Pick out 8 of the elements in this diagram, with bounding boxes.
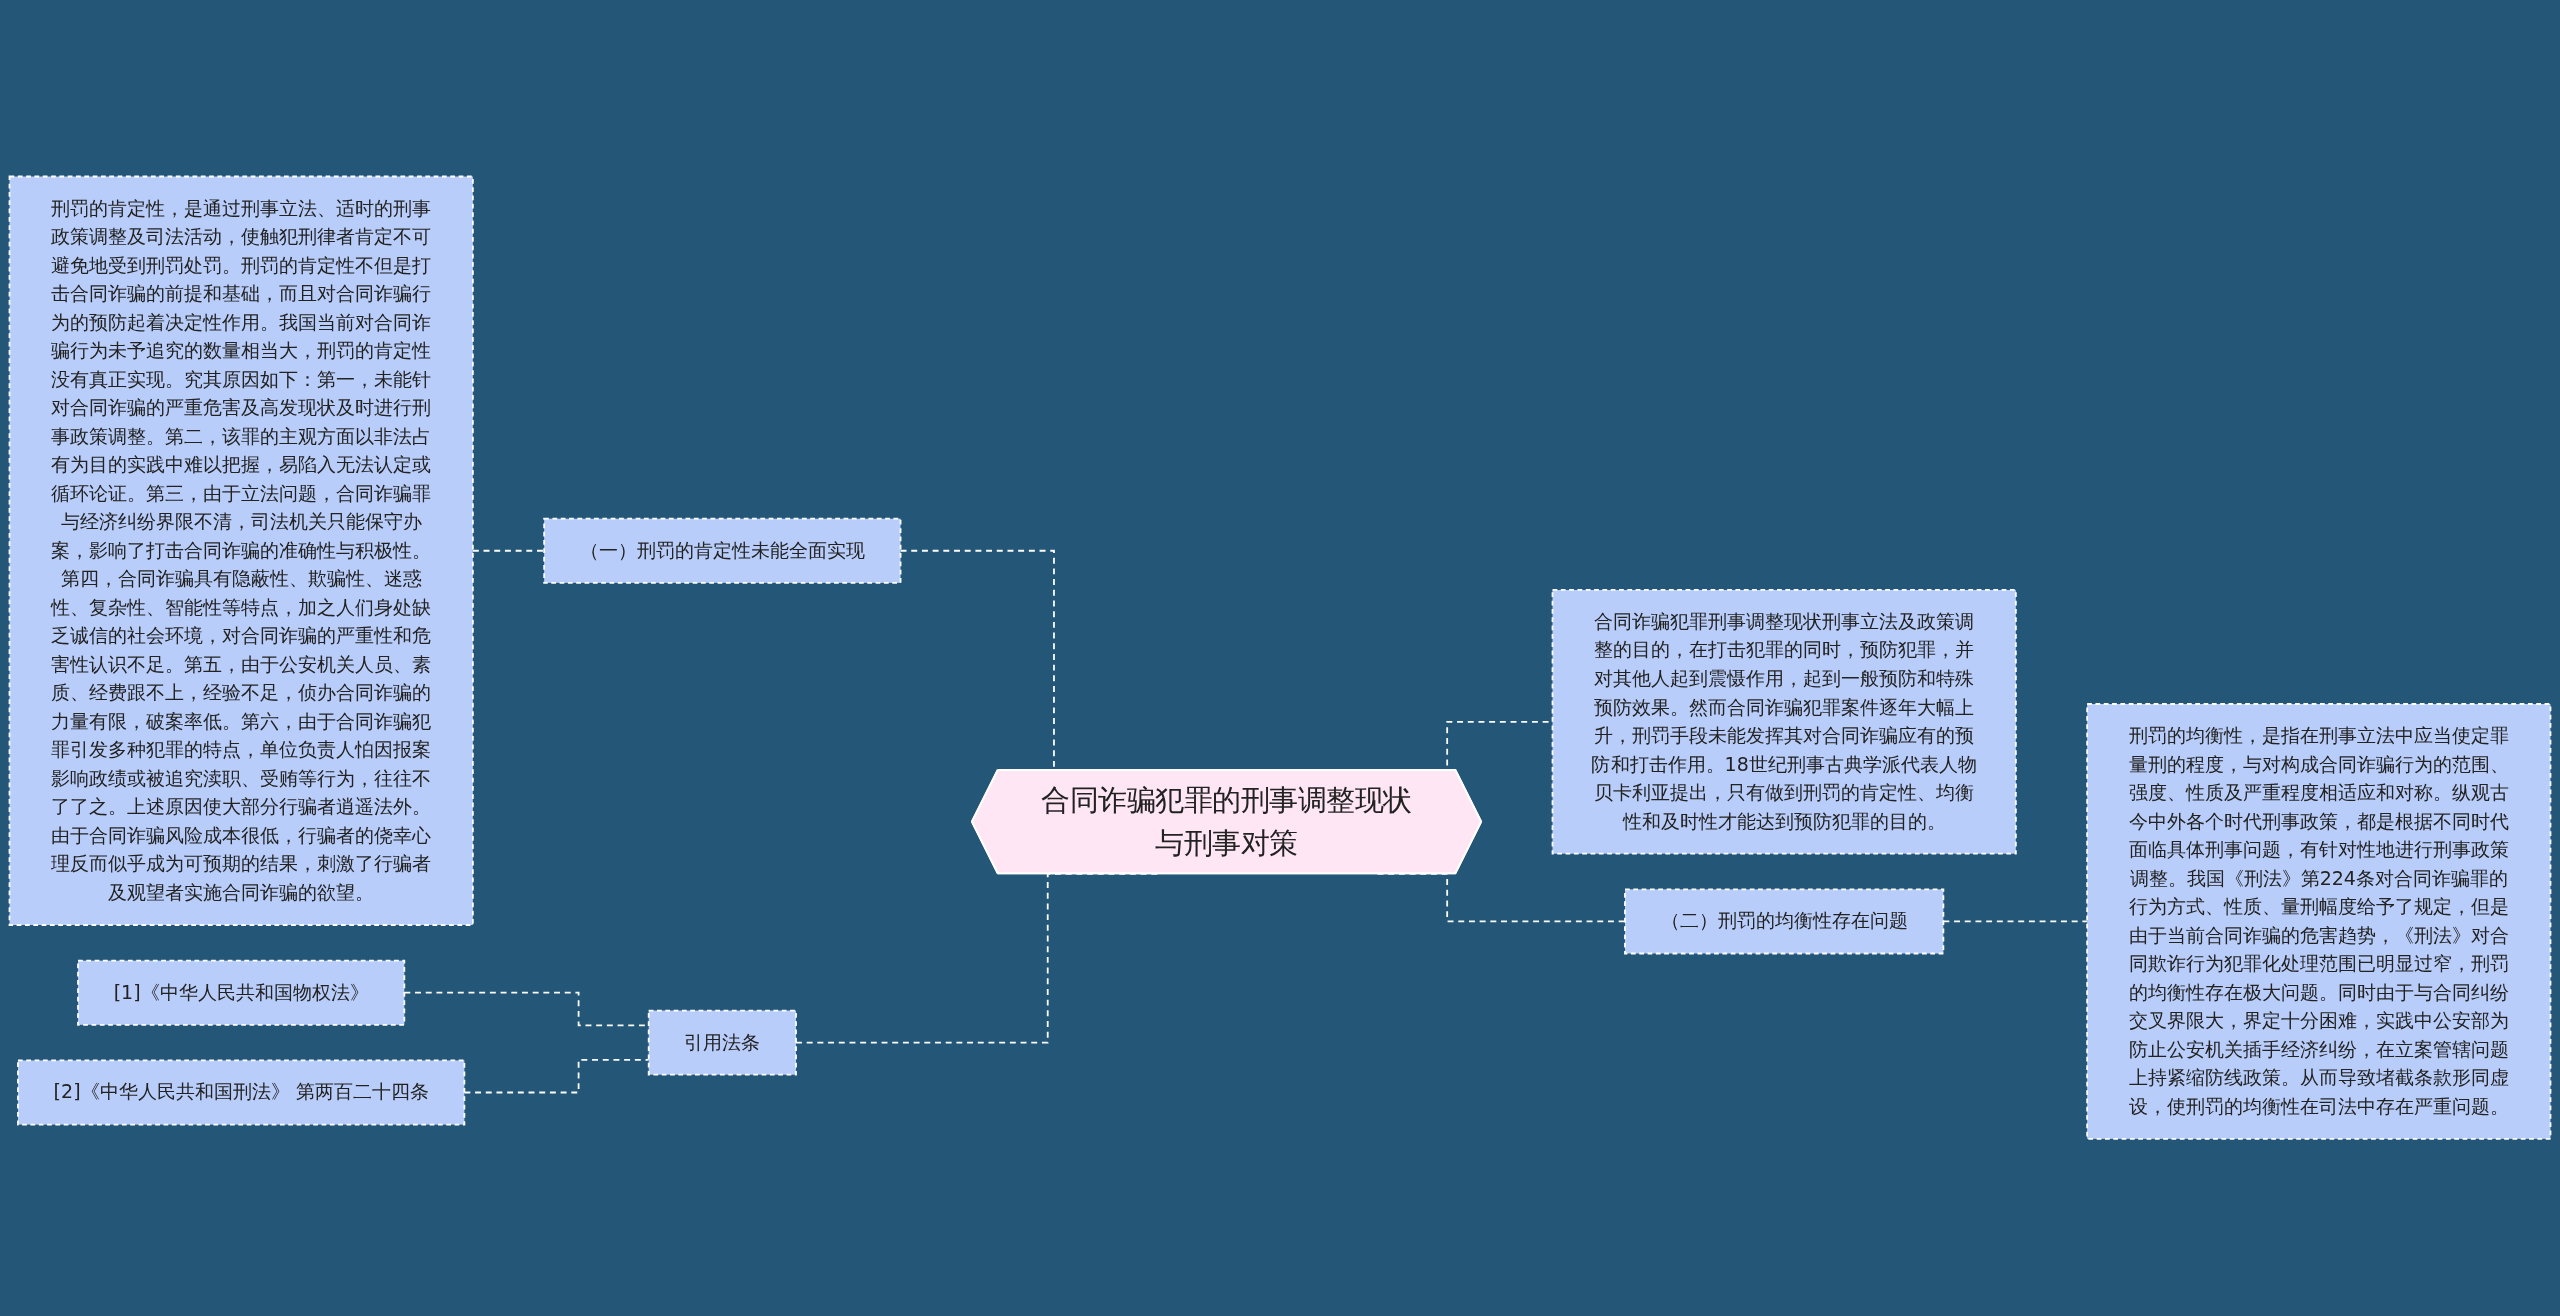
node-box: （二）刑罚的均衡性存在问题: [1624, 888, 1945, 955]
node-box: [2]《中华人民共和国刑法》 第两百二十四条: [17, 1059, 466, 1126]
node-box: 刑罚的肯定性，是通过刑事立法、适时的刑事政策调整及司法活动，使触犯刑律者肯定不可避免地受到刑罚处罚。刑罚的肯定性不但是打击合同诈骗的前提和基础，而且对合同诈骗行为的预防起着决定性作用。我国当前对合同诈骗行为未予追究的数量相当大，刑罚的肯定性没有真正实现。究其原因如下：第一，未能针对合同诈骗的严重危害及高发现状及时进行刑事政策调整。第二，该罪的主观方面以非法占有为目的实践中难以把握，易陷入无法认定或循环论证。第三，由于立法问题，合同诈骗罪与经济纠纷界限不清，司法机关只能保守办案，影响了打击合同诈骗的准确性与积极性。第四，合同诈骗具有隐蔽性、欺骗性、迷惑性、复杂性、智能性等特点，加之人们身处缺乏诚信的社会环境，对合同诈骗的严重性和危害性认识不足。第五，由于公安机关人员、素质、经费跟不上，经验不足，侦办合同诈骗的力量有限，破案率低。第六，由于合同诈骗犯罪引发多种犯罪的特点，单位负责人怕因报案影响政绩或被追究渎职、受贿等行为，往往不了了之。上述原因使大部分行骗者逍遥法外。由于合同诈骗风险成本很低，行骗者的侥幸心理反而似乎成为可预期的结果，刺激了行骗者及观望者实施合同诈骗的欲望。: [8, 175, 474, 927]
node-box: （一）刑罚的肯定性未能全面实现: [543, 518, 902, 585]
node-box: 合同诈骗犯罪刑事调整现状刑事立法及政策调整的目的，在打击犯罪的同时，预防犯罪，并对其他人起到震慑作用，起到一般预防和特殊预防效果。然而合同诈骗犯罪案件逐年大幅上升，刑罚手段未能发挥其对合同诈骗应有的预防和打击作用。18世纪刑事古典学派代表人物贝卡利亚提出，只有做到刑罚的肯定性、均衡性和及时性才能达到预防犯罪的目的。: [1551, 589, 2017, 855]
node-box: [1]《中华人民共和国物权法》: [77, 960, 406, 1026]
node-box: 引用法条: [647, 1009, 797, 1076]
node-box: 刑罚的均衡性，是指在刑事立法中应当使定罪量刑的程度，与对构成合同诈骗行为的范围、强度、性质及严重程度相适应和对称。纵观古今中外各个时代刑事政策，都是根据不同时代面临具体刑事问题，有针对性地进行刑事政策调整。我国《刑法》第224条对合同诈骗罪的行为方式、性质、量刑幅度给予了规定，但是由于当前合同诈骗的危害趋势，《刑法》对合同欺诈行为犯罪化处理范围已明显过窄，刑罚的均衡性存在极大问题。同时由于与合同纠纷交叉界限大，界定十分困难，实践中公安部为防止公安机关插手经济纠纷，在立案管辖问题上持紧缩防线政策。从而导致堵截条款形同虚设，使刑罚的均衡性在司法中存在严重问题。: [2086, 703, 2552, 1141]
